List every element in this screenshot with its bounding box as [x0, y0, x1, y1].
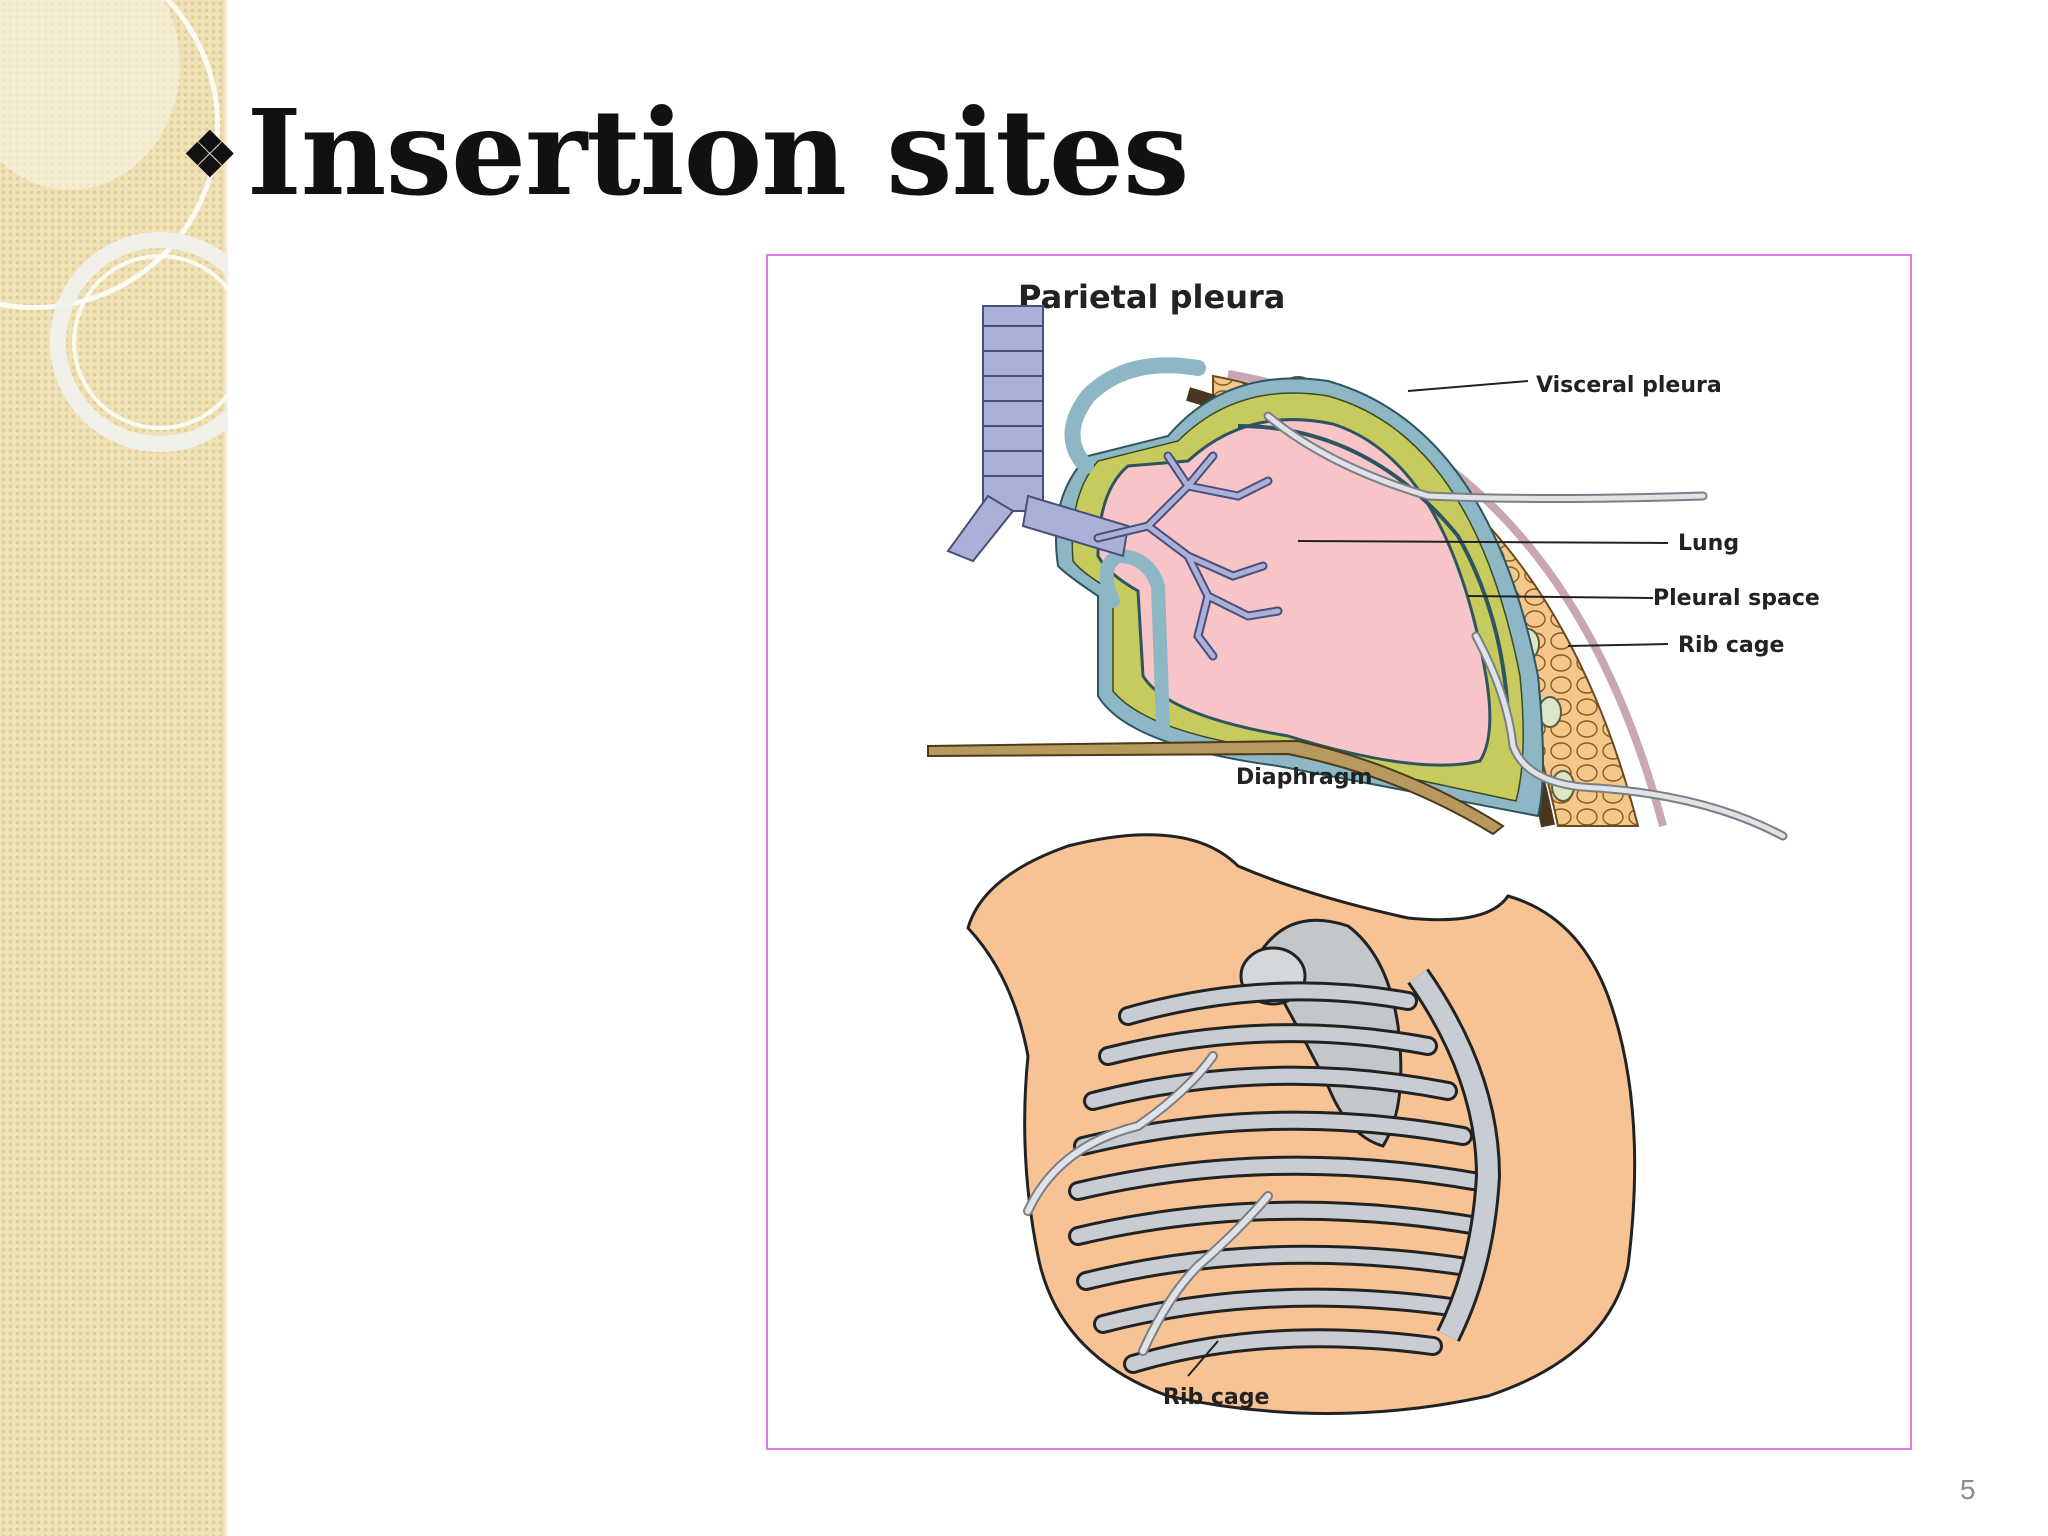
- slide-title: ❖Insertion sites: [182, 88, 1189, 220]
- rib-cage-bottom-label: Rib cage: [1163, 1385, 1269, 1410]
- lower-pleural-fold: [1099, 548, 1170, 733]
- page-number: 5: [1960, 1474, 1976, 1505]
- chest-tube-bottom-lower-highlight: [1140, 1193, 1271, 1354]
- visceral-pleura-label: Visceral pleura: [1536, 373, 1722, 398]
- lung-label: Lung: [1678, 531, 1739, 556]
- spine-fill: [1409, 970, 1499, 1341]
- figure-illustration: Parietal pleura: [927, 278, 1820, 1415]
- parietal-pleura-label: Parietal pleura: [1018, 278, 1285, 316]
- decorative-rings: [0, 0, 228, 520]
- diaphragm-label: Diaphragm: [1236, 765, 1372, 790]
- ribs-fill: [1071, 984, 1485, 1371]
- pleural-space-label: Pleural space: [1653, 586, 1820, 611]
- chest-tube-lower-highlight: [1473, 633, 1786, 839]
- diamond-bullet-icon: ❖: [182, 118, 238, 191]
- bronchial-tree-fill: [1095, 453, 1281, 659]
- diaphragm: [927, 739, 1505, 836]
- slide-title-text: Insertion sites: [246, 83, 1190, 222]
- chest-tube-upper-highlight: [1265, 413, 1706, 501]
- trachea: [946, 305, 1130, 563]
- side-band-edge: [222, 0, 228, 1536]
- chest-tube-bottom-upper-highlight: [1025, 1053, 1216, 1214]
- hilum-pleural-fold: [1064, 357, 1206, 474]
- visceral-pleura: [1237, 424, 1510, 717]
- label-leader-lines: [1297, 380, 1669, 647]
- rib-cage-label: Rib cage: [1678, 633, 1784, 658]
- decorative-ring-small: [72, 254, 228, 430]
- rib-cage-leader-line: [1187, 1340, 1219, 1377]
- pleura-anatomy-figure: Parietal pleura: [766, 254, 1912, 1450]
